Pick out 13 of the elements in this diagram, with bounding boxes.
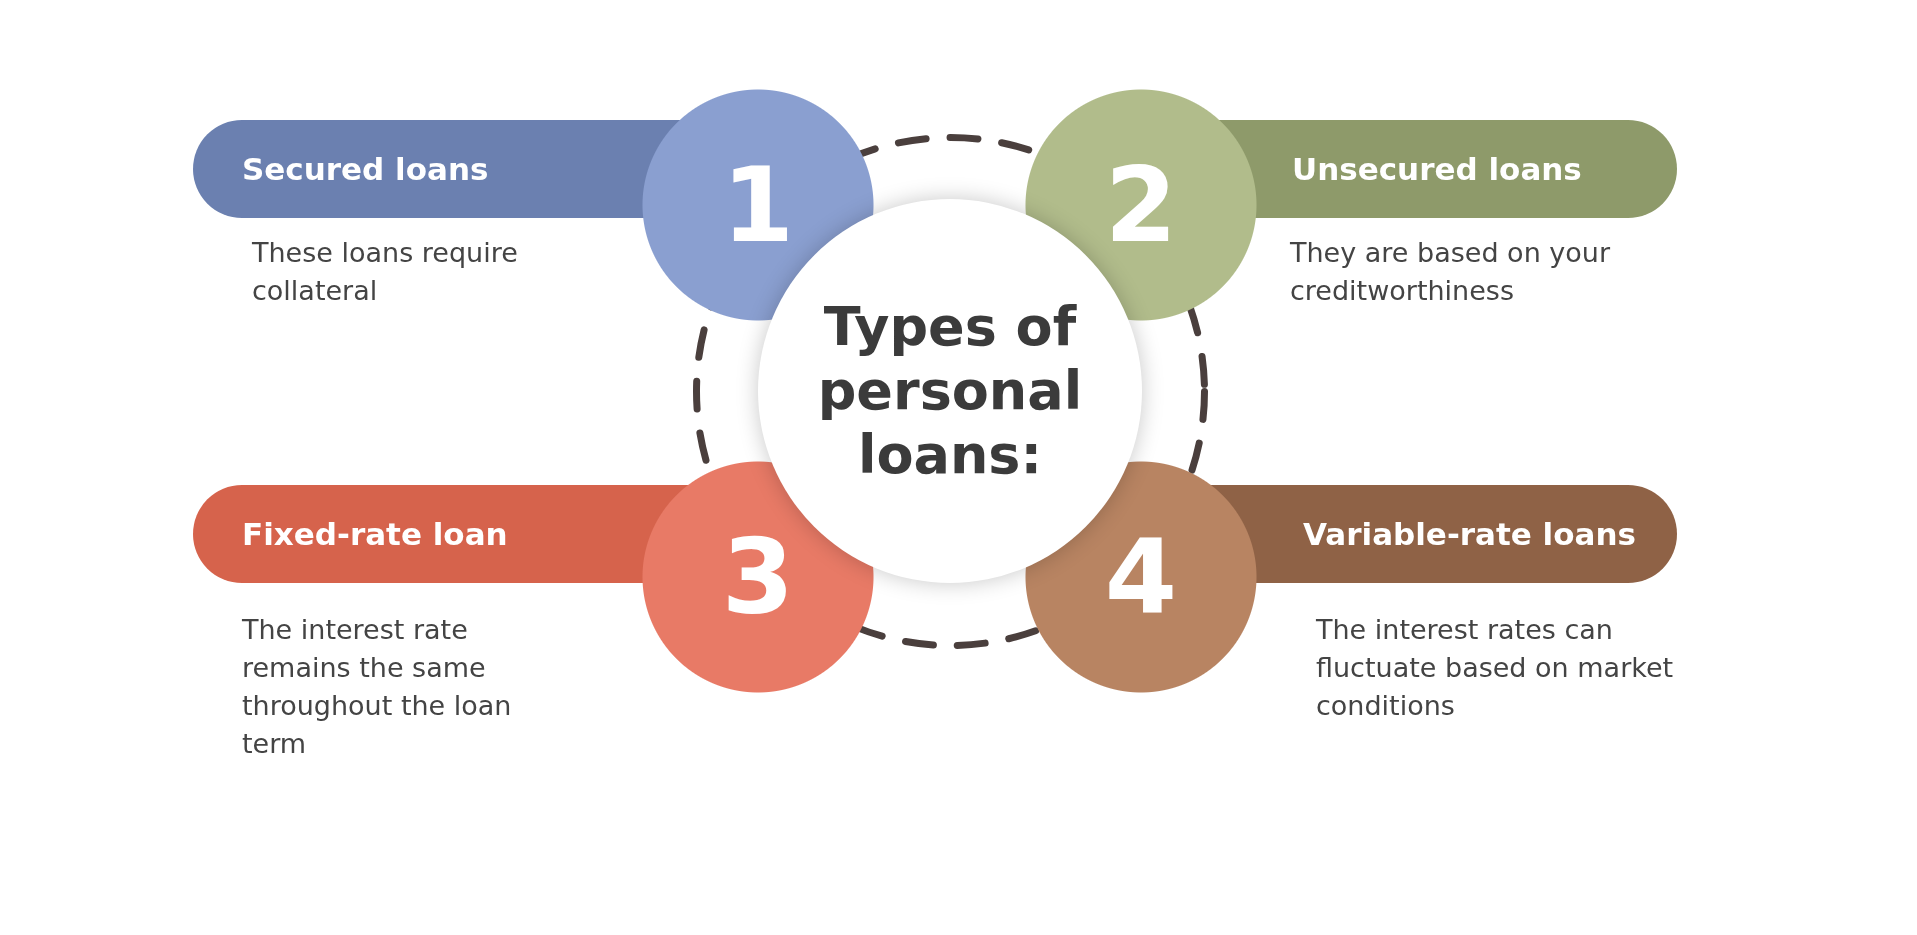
description-text: These loans require collateral: [252, 236, 519, 308]
step-number: 3: [721, 525, 795, 629]
loan-type-heading: Secured loans: [242, 150, 489, 188]
loan-type-heading: Unsecured loans: [1292, 150, 1582, 188]
description-text: The interest rate remains the same throughout the loan term: [242, 613, 513, 761]
description-text: The interest rates can fluctuate based on market conditions: [1316, 613, 1675, 723]
center-heading: Types of personal loans:: [816, 295, 1084, 487]
loan-type-heading: Variable-rate loans: [1303, 515, 1636, 553]
step-number: 2: [1104, 153, 1178, 257]
loan-type-heading: Fixed-rate loan: [242, 515, 508, 553]
description-text: They are based on your creditworthiness: [1290, 236, 1612, 308]
step-number: 1: [721, 153, 795, 257]
step-number: 4: [1104, 525, 1178, 629]
